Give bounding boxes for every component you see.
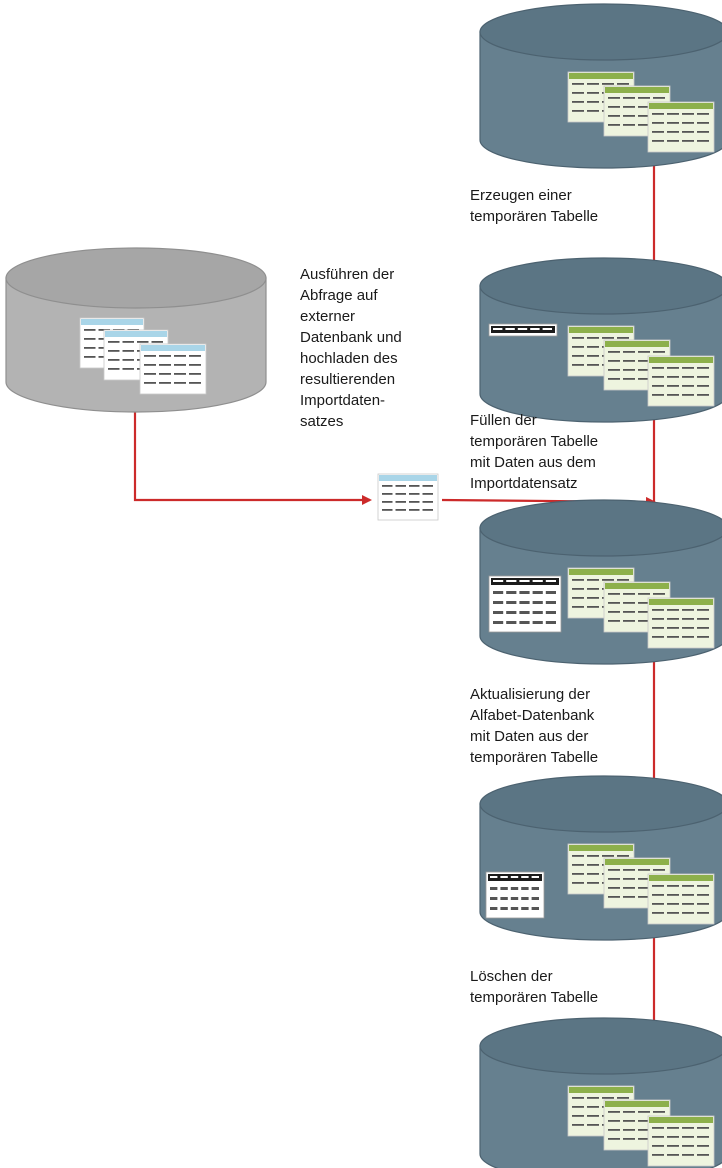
external-database-icon [5,247,267,413]
label-fill-temp-table: Füllen der temporären Tabelle mit Daten … [470,412,599,492]
import-dataset-table-icon [377,473,439,521]
label-delete-temp-table: Löschen der temporären Tabelle [470,968,599,1006]
table-stack [567,843,715,925]
table-icon [647,101,715,153]
table-stack [79,317,207,395]
table-icon [647,1115,715,1167]
temp-table-empty [488,323,558,337]
temp-table-filled [488,575,562,633]
arrow-upload-import-dataset [133,410,372,505]
table-stack [567,71,715,153]
table-icon [139,343,207,395]
table-stack [567,567,715,649]
database-4-database-icon [479,775,722,941]
database-1-database-icon [479,3,722,169]
database-3-database-icon [479,499,722,665]
label-update-database: Aktualisierung der Alfabet-Datenbank mit… [470,686,599,766]
table-icon [647,597,715,649]
label-run-query-upload: Ausführen der Abfrage auf externer Daten… [300,266,402,430]
database-2-database-icon [479,257,722,423]
database-5-database-icon [479,1017,722,1168]
table-stack [567,325,715,407]
table-stack [567,1085,715,1167]
label-create-temp-table: Erzeugen einer temporären Tabelle [470,187,599,225]
table-icon [647,873,715,925]
table-icon [647,355,715,407]
temp-table-filled [485,871,545,919]
